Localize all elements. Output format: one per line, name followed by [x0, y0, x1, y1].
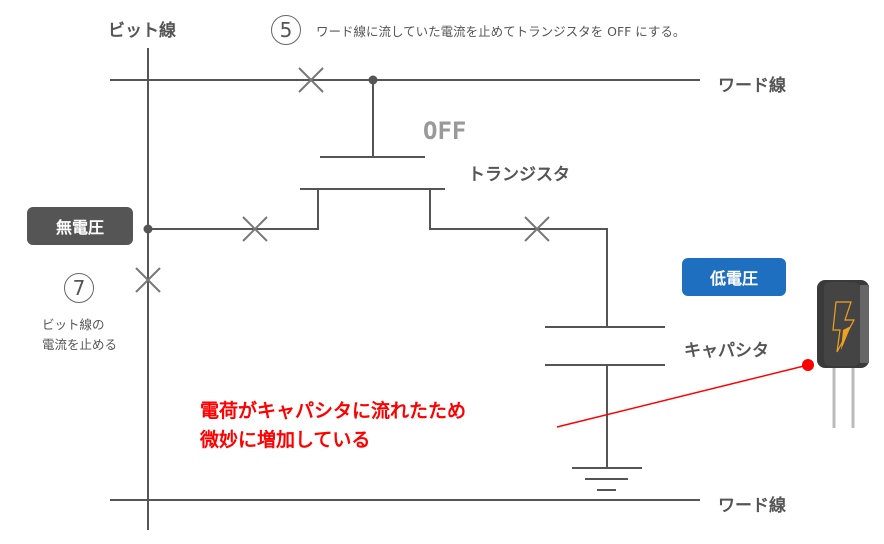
step7-number: 7	[64, 273, 94, 303]
annotation-dot	[802, 359, 814, 371]
drain-wire	[429, 189, 608, 327]
annotation-line2: 微妙に増加している	[200, 429, 371, 451]
capacitor-label: キャパシタ	[684, 341, 769, 361]
step7-line1: ビット線の	[42, 317, 105, 332]
cross-icon	[135, 267, 161, 293]
cross-icon	[298, 67, 324, 93]
no-voltage-badge: 無電圧	[27, 207, 133, 245]
cross-icon	[242, 216, 268, 242]
step5-text: ワード線に流していた電流を止めてトランジスタを OFF にする。	[316, 24, 686, 39]
step7-line2: 電流を止める	[42, 337, 118, 352]
source-wire	[148, 189, 319, 230]
step5-number: 5	[271, 15, 301, 45]
annotation-line1: 電荷がキャパシタに流れたため	[200, 400, 467, 422]
junction-dot	[143, 224, 153, 234]
low-voltage-badge: 低電圧	[682, 258, 786, 296]
off-label: OFF	[423, 117, 467, 145]
word-line-label: ワード線	[718, 496, 786, 516]
capacitor-icon	[817, 280, 869, 428]
transistor-label: トランジスタ	[468, 165, 570, 185]
word-line-label: ワード線	[718, 76, 786, 96]
annotation-pointer	[556, 364, 809, 428]
ground-icon	[572, 467, 642, 491]
cross-icon	[524, 216, 550, 242]
bit-line-label: ビット線	[108, 21, 176, 41]
